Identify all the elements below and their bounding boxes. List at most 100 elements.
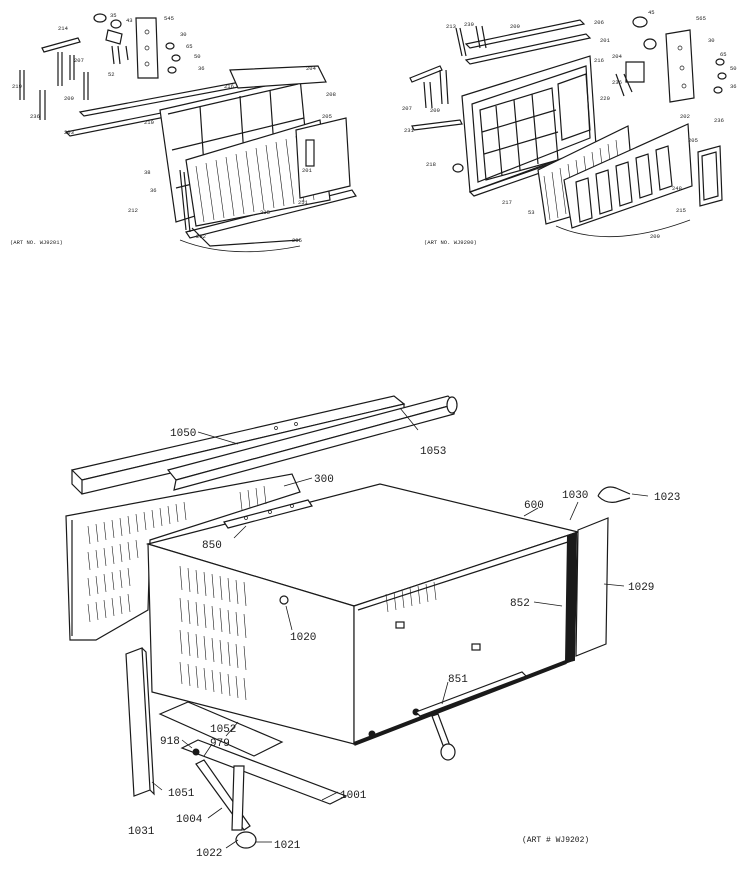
tr-label: 209 (650, 233, 660, 240)
top-rail-1050 (70, 395, 406, 495)
tl-label: 235 (260, 209, 270, 216)
tr-label: 239 (464, 21, 474, 28)
tr-label: 215 (676, 207, 686, 214)
part-1022-label: 1022 (196, 848, 222, 860)
tr-label: 202 (680, 113, 690, 120)
tl-label: 202 (196, 233, 206, 240)
part-1052-label: 1052 (210, 724, 236, 736)
tl-label: 201 (302, 167, 313, 174)
part-1001-label: 1001 (340, 790, 367, 802)
tl-label: 35 (110, 12, 117, 19)
tl-label: 50 (194, 53, 201, 60)
tr-hardware (409, 16, 727, 173)
tr-label: 217 (502, 199, 512, 206)
part-979-label: 979 (210, 738, 230, 750)
part-1023-label: 1023 (654, 492, 680, 504)
tr-label: 248 (672, 185, 682, 192)
side-angle-1051 (125, 647, 155, 797)
tr-label: 209 (430, 107, 440, 114)
support-bracket-1001 (180, 739, 348, 849)
rear-panel-300 (65, 473, 301, 641)
part-1051-label: 1051 (168, 788, 195, 800)
tr-label: 65 (720, 51, 727, 58)
tl-label: 205 (322, 113, 332, 120)
trim-strip-1053 (166, 395, 458, 491)
part-1031-label: 1031 (128, 826, 155, 838)
bottom-rail-1052 (158, 701, 284, 757)
cabinet-600 (145, 483, 581, 746)
tr-label: 207 (402, 105, 412, 112)
main-assembly (65, 395, 649, 849)
part-600-label: 600 (524, 500, 544, 512)
part-851-label: 851 (448, 674, 468, 686)
tr-label: 206 (594, 19, 604, 26)
part-300-label: 300 (314, 474, 334, 486)
tr-label: 565 (696, 15, 706, 22)
main-art-number: (ART # WJ9202) (522, 836, 589, 845)
main-labels: 1050 1053 300 600 1030 1023 850 852 1029… (128, 428, 680, 860)
tl-label: 209 (64, 95, 74, 102)
top-left-assembly (19, 13, 357, 253)
top-right-labels: 213 239 209 206 45 565 30 201 216 204 65… (402, 9, 737, 246)
tr-label: 220 (600, 95, 610, 102)
tr-label: 45 (648, 9, 655, 16)
tr-label: 204 (612, 53, 623, 60)
top-right-assembly (409, 16, 727, 238)
tr-label: 216 (594, 57, 604, 64)
tl-label: 38 (144, 169, 151, 176)
tl-label: 208 (326, 91, 336, 98)
tr-filter-and-grille (537, 123, 723, 229)
tl-label: 236 (30, 113, 40, 120)
part-850-label: 850 (202, 540, 222, 552)
tl-label: 219 (12, 83, 22, 90)
part-852-label: 852 (510, 598, 530, 610)
tl-label: 251 (298, 199, 309, 206)
tr-label: 218 (426, 161, 436, 168)
tl-label: 210 (144, 119, 154, 126)
part-1053-label: 1053 (420, 446, 446, 458)
tr-label: 53 (528, 209, 535, 216)
tl-label: 43 (126, 17, 133, 24)
tr-label: 213 (446, 23, 456, 30)
tr-label: 201 (600, 37, 611, 44)
tl-label: 36 (150, 187, 157, 194)
top-left-labels: 214 35 43 545 30 65 50 36 52 207 219 236… (10, 12, 336, 246)
bracket-850 (223, 499, 313, 529)
tr-label: 231 (404, 127, 415, 134)
part-1030-label: 1030 (562, 490, 588, 502)
tr-label: 236 (612, 79, 622, 86)
tr-label: 50 (730, 65, 737, 72)
tl-frame (159, 65, 351, 247)
tr-label: 36 (730, 83, 737, 90)
tl-label: 207 (74, 57, 84, 64)
part-918-label: 918 (160, 736, 180, 748)
rear-leg-support (414, 671, 528, 761)
tr-bracket-curve (555, 219, 691, 238)
part-1050-label: 1050 (170, 428, 196, 440)
leader-lines (151, 407, 649, 849)
tl-label: 36 (198, 65, 205, 72)
tl-label: 203 (64, 129, 74, 136)
side-curtain-1029 (575, 517, 609, 657)
tl-label: 52 (108, 71, 115, 78)
tr-label: 205 (688, 137, 698, 144)
tl-hardware (19, 13, 181, 120)
tl-art-number: (ART NO. WJ9201) (10, 239, 63, 246)
tr-label: 236 (714, 117, 724, 124)
tr-label: 30 (708, 37, 715, 44)
tl-label: 30 (180, 31, 187, 38)
tl-label: 212 (128, 207, 138, 214)
tl-label: 216 (224, 83, 234, 90)
tr-art-number: (ART NO. WJ9200) (424, 239, 477, 246)
part-1004-label: 1004 (176, 814, 203, 826)
tl-label: 204 (306, 65, 317, 72)
tl-label: 65 (186, 43, 193, 50)
cord-clip-1023 (597, 486, 631, 503)
tr-rails (464, 19, 592, 65)
part-1029-label: 1029 (628, 582, 654, 594)
part-1020-label: 1020 (290, 632, 316, 644)
tl-label: 205 (292, 237, 302, 244)
tr-label: 209 (510, 23, 520, 30)
tl-label: 545 (164, 15, 174, 22)
